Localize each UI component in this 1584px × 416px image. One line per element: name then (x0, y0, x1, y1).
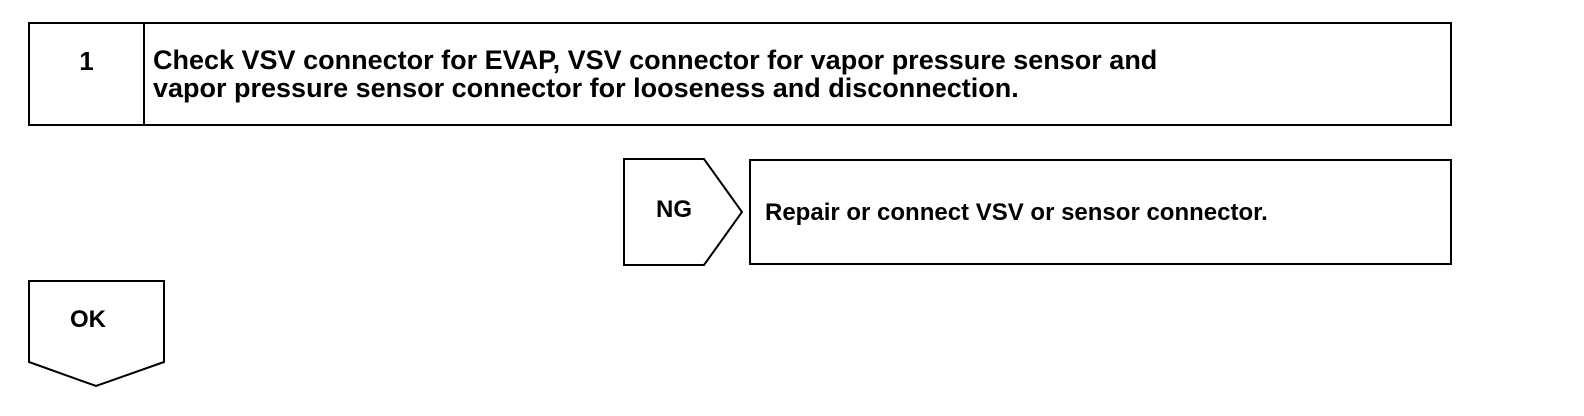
ng-action-box: Repair or connect VSV or sensor connecto… (749, 159, 1452, 265)
step-description: Check VSV connector for EVAP, VSV connec… (153, 45, 1158, 103)
ok-label: OK (70, 306, 106, 333)
ng-arrow-shape (623, 158, 744, 266)
ok-arrow-shape (28, 280, 165, 388)
step-number: 1 (30, 24, 145, 124)
ng-label: NG (656, 196, 692, 223)
ng-action-text: Repair or connect VSV or sensor connecto… (765, 199, 1268, 226)
step-box: 1 Check VSV connector for EVAP, VSV conn… (28, 22, 1452, 126)
